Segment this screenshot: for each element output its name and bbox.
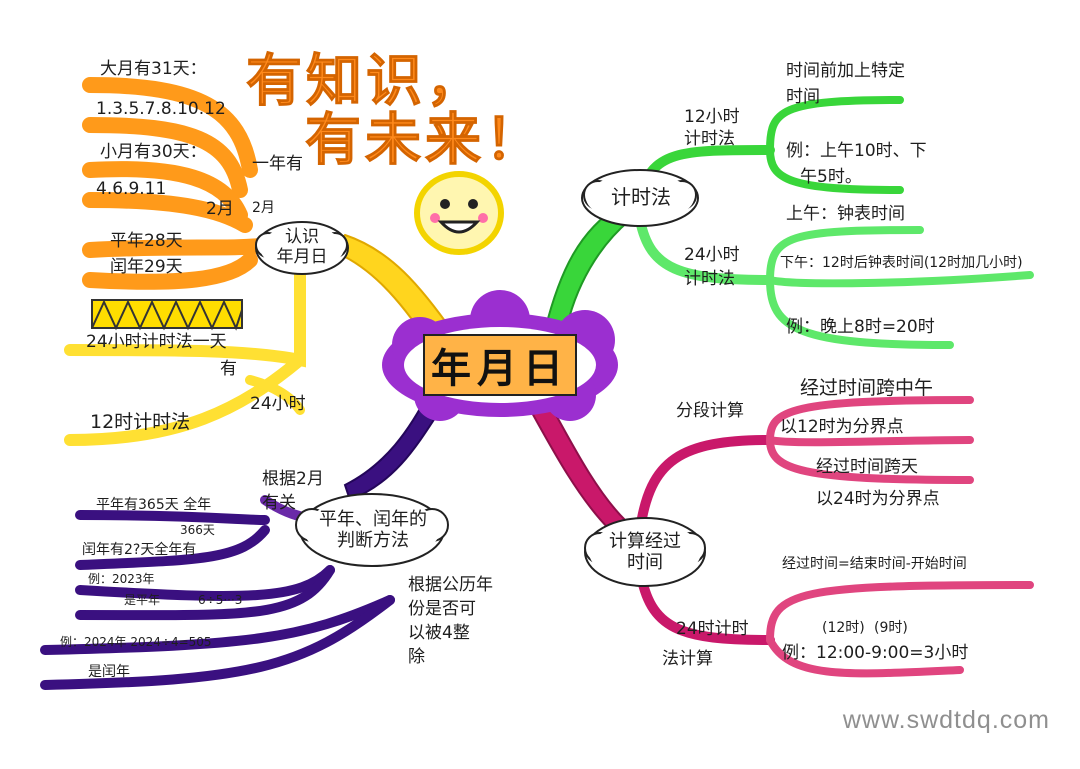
h24-example-text: 例：晚上8时=20时 [786,317,935,337]
know-label-line1: 认识 [285,227,319,247]
h12-desc-line2: 时间 [786,87,820,107]
hours-24-text: 24小时 [250,394,306,414]
leap-days-text: 闰年有2?天全年有 [82,542,197,558]
green-line-morning [766,226,924,284]
day-24-text: 24小时计时法一天 [86,332,227,352]
green-line-afternoon [766,271,1034,288]
magenta-line-noon [766,396,974,444]
method-line2: 法计算 [662,649,713,669]
center-node: 年月日 [415,334,585,396]
h12-line2: 计时法 [684,129,735,149]
common-year-text: 平年28天 [110,231,183,251]
year-has-text: 一年有 [252,154,303,174]
small-month-text: 小月有30天： [100,142,207,162]
purple-line-common [75,510,270,525]
h24-line1: 24小时 [684,245,740,265]
purple-line-leap [75,525,270,570]
elapsed-example-text: 例：12:00-9:00=3小时 [782,643,969,663]
day-24-text-b: 有 [220,359,237,379]
big-month-list: 1.3.5.7.8.10.12 [96,99,226,119]
noon-bound-text: 以12时为分界点 [780,417,904,437]
leap-label: 平年、闰年的 判断方法 [308,509,438,551]
h12-example-line2: 午5时。 [800,167,862,187]
rule-line4: 除 [408,647,425,667]
green-line-h12-ex [766,146,904,194]
timing-label: 计时法 [611,185,671,209]
formula-text: 经过时间=结束时间-开始时间 [782,556,967,572]
day-bound-text: 以24时为分界点 [816,489,940,509]
orange-line-small-list [82,192,253,233]
purple-line-is-leap [40,595,395,690]
feb-text: 2月 [206,199,234,219]
leap-label-line2: 判断方法 [337,529,409,551]
leap-year-text: 闰年29天 [110,257,183,277]
yellow-line-clock12 [64,354,306,446]
feb-tag-text: 2月 [252,200,275,216]
zigzag-strip [91,299,243,331]
purple-line-ex2023b [75,565,335,621]
orange-line-big-list [82,117,248,198]
cloud-know [255,221,349,275]
ex-2023b-text: 是平年 [124,593,161,607]
elapsed-label: 计算经过 时间 [598,531,692,573]
magenta-line-day [766,436,974,484]
purple-main-branch [343,388,452,502]
elapsed-label-line2: 时间 [627,551,663,573]
watermark: www.swdtdq.com [842,706,1050,734]
magenta-line-segment [635,435,775,535]
slogan-line-2: 有未来！ [305,108,545,174]
afternoon-text: 下午：12时后钟表时间(12时加几小时) [780,255,1023,271]
green-line-h24 [635,215,775,285]
over-day-text: 经过时间跨天 [816,457,918,477]
small-month-list: 4.6.9.11 [96,179,167,199]
h12-desc-line1: 时间前加上特定 [786,61,905,81]
method-line1: 24时计时 [676,619,749,639]
magenta-line-example [766,636,964,678]
green-line-example [766,276,954,349]
magenta-line-formula [766,581,1034,644]
big-month-text: 大月有31天： [100,59,207,79]
by-feb-line2: 有关 [262,493,296,513]
start-label-text: (9时) [874,620,908,636]
cloud-timing [581,169,699,227]
rule-line3: 以被4整 [408,623,470,643]
yellow-line-day24 [245,375,305,415]
ex-2023c-text: 6÷5···3 [198,593,243,607]
smiley-face-icon [414,171,504,255]
h24-line2: 计时法 [684,269,735,289]
segment-text: 分段计算 [676,401,744,421]
yellow-line-hours [64,244,306,368]
cloud-leap [295,493,449,567]
know-label-line2: 年月日 [276,246,328,267]
days-366-text: 366天 [180,523,215,537]
elapsed-label-line1: 计算经过 [609,531,681,552]
leap-label-line1: 平年、闰年的 [319,509,427,530]
rule-line1: 根据公历年 [408,575,493,595]
by-feb-line1: 根据2月 [262,469,324,489]
purple-line-ex2024 [40,595,395,655]
h12-line1: 12小时 [684,107,740,127]
ex-2024-text: 例：2024年 2024÷4=505 [60,635,212,649]
end-label-text: (12时) [822,620,865,636]
magenta-line-noon-b [766,436,974,447]
over-noon-text: 经过时间跨中午 [800,377,934,399]
h12-example-line1: 例：上午10时、下 [786,141,927,161]
clock-12-text: 12时计时法 [90,411,191,433]
is-leap-text: 是闰年 [88,664,130,680]
magenta-line-method [635,565,775,645]
common-days-text: 平年有365天 全年 [96,497,212,513]
rule-line2: 份是否可 [408,599,476,619]
ex-2023-text: 例：2023年 [88,572,155,586]
orange-line-small-month [82,161,248,223]
know-label: 认识 年月日 [266,227,338,267]
morning-text: 上午：钟表时间 [786,204,905,224]
center-title: 年月日 [423,334,577,396]
orange-line-big-month [82,77,258,178]
green-line-h12-desc [766,96,904,154]
slogan-line-1: 有知识， [246,49,486,115]
orange-line-leap [82,252,258,290]
cloud-elapsed [584,517,706,587]
